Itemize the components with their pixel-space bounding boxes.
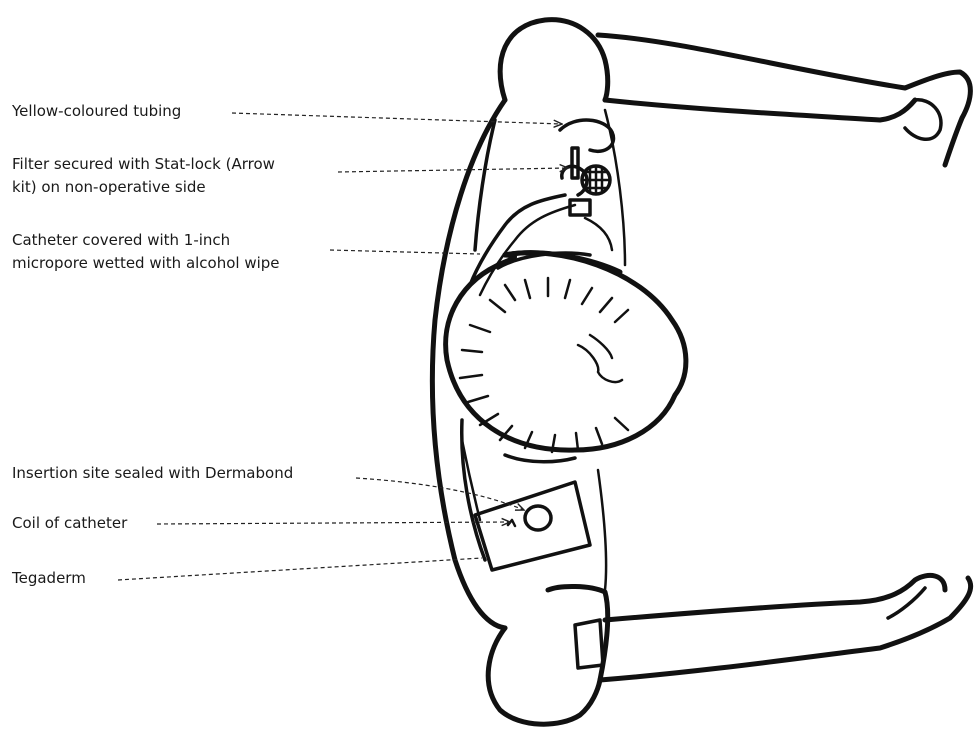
label-filter-line2: kit) on non-operative side — [12, 176, 275, 199]
label-catheter-line1: Catheter covered with 1-inch — [12, 229, 280, 252]
label-tegaderm-text: Tegaderm — [12, 567, 86, 590]
label-insertion-site: Insertion site sealed with Dermabond — [12, 462, 293, 485]
catheter-tubing — [462, 195, 612, 520]
leader-yellow-tubing — [232, 113, 562, 124]
label-tegaderm: Tegaderm — [12, 567, 86, 590]
label-filter-line1: Filter secured with Stat-lock (Arrow — [12, 153, 275, 176]
label-coil-text: Coil of catheter — [12, 512, 127, 535]
leader-catheter — [330, 250, 480, 254]
label-insertion-site-text: Insertion site sealed with Dermabond — [12, 462, 293, 485]
head — [446, 253, 686, 462]
leader-tegaderm — [118, 558, 482, 580]
filter-statlock — [560, 120, 613, 215]
leader-coil — [157, 522, 510, 524]
leader-filter — [338, 168, 568, 172]
upper-arm — [500, 20, 970, 165]
label-filter: Filter secured with Stat-lock (Arrow kit… — [12, 153, 275, 199]
label-yellow-tubing-text: Yellow-coloured tubing — [12, 100, 181, 123]
lower-arm — [488, 575, 970, 724]
label-coil: Coil of catheter — [12, 512, 127, 535]
label-catheter-line2: micropore wetted with alcohol wipe — [12, 252, 280, 275]
label-yellow-tubing: Yellow-coloured tubing — [12, 100, 181, 123]
tegaderm-dressing — [475, 482, 590, 570]
label-catheter: Catheter covered with 1-inch micropore w… — [12, 229, 280, 275]
